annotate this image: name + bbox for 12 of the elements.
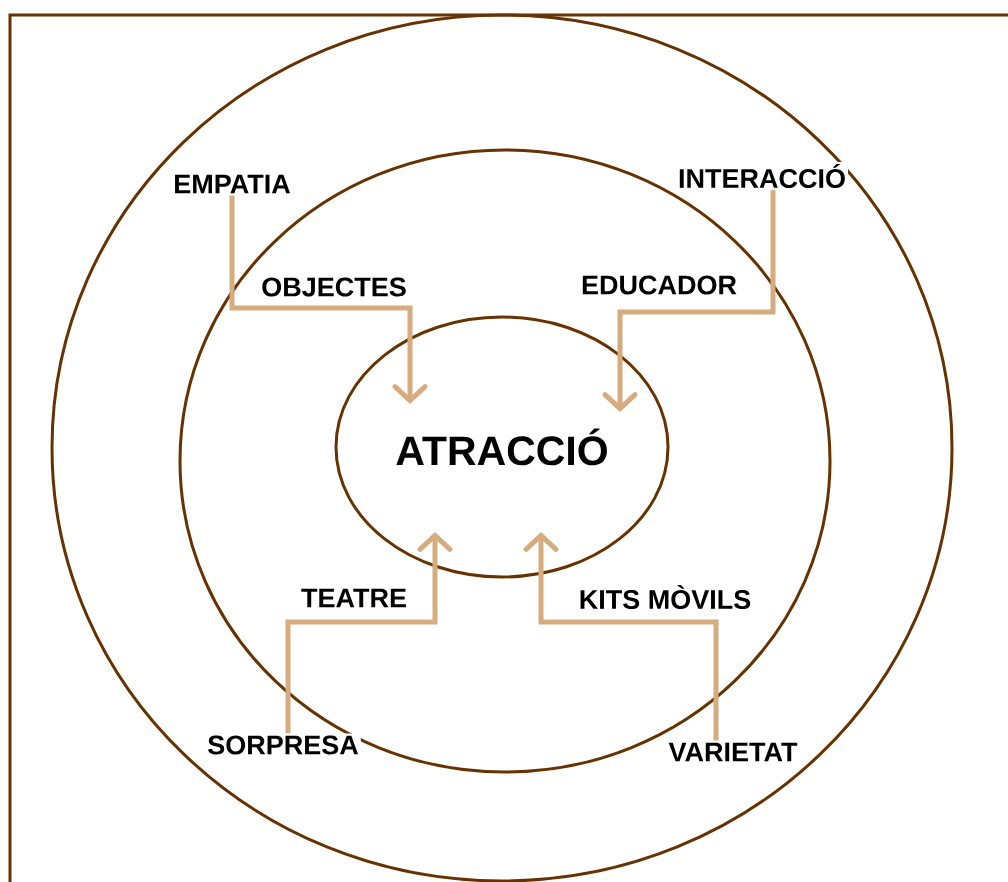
ring-label: EMPATIA (171, 172, 293, 196)
edge-label: OBJECTES (260, 276, 408, 298)
ring-label: VARIETAT (666, 740, 800, 764)
ring-label: INTERACCIÓ (676, 161, 848, 191)
edge-label: KITS MÒVILS (577, 583, 753, 611)
edge-label: TEATRE (300, 587, 408, 609)
ring-label: SORPRESA (205, 733, 361, 757)
arrow (285, 532, 453, 734)
edge-label: EDUCADOR (580, 274, 738, 296)
arrow (523, 532, 719, 741)
arrow (602, 190, 776, 412)
arrow (229, 195, 428, 404)
